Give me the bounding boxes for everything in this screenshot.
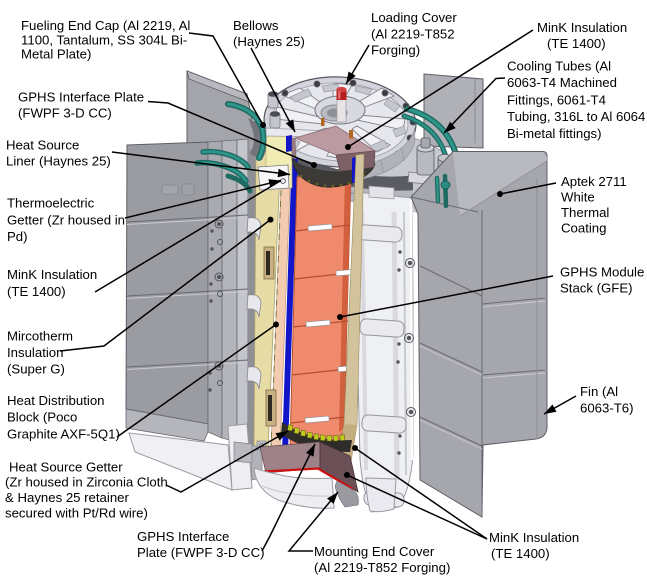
svg-text:Block (Poco: Block (Poco	[7, 409, 77, 424]
svg-text:Fittings, 6061-T4: Fittings, 6061-T4	[507, 92, 606, 107]
svg-text:(Super G): (Super G)	[7, 361, 65, 376]
svg-text:Stack (GFE): Stack (GFE)	[560, 280, 633, 295]
svg-text:Loading Cover: Loading Cover	[371, 10, 457, 25]
svg-text:Plate (FWPF 3-D CC): Plate (FWPF 3-D CC)	[137, 545, 264, 560]
svg-text:(TE 1400): (TE 1400)	[547, 36, 606, 51]
svg-text:Mircotherm: Mircotherm	[7, 328, 73, 343]
svg-text:MinK Insulation: MinK Insulation	[537, 20, 627, 35]
svg-text:(FWPF 3-D CC): (FWPF 3-D CC)	[18, 106, 112, 121]
svg-text:MinK Insulation: MinK Insulation	[7, 267, 97, 282]
svg-text:Aptek 2711: Aptek 2711	[561, 174, 627, 189]
svg-text:(TE 1400): (TE 1400)	[7, 284, 66, 299]
svg-text:Heat Distribution: Heat Distribution	[7, 393, 104, 408]
svg-text:Metal Plate): Metal Plate)	[21, 47, 91, 62]
svg-text:Cooling Tubes (Al: Cooling Tubes (Al	[507, 59, 611, 74]
svg-text:GPHS Module: GPHS Module	[560, 264, 644, 279]
svg-text:Pd): Pd)	[7, 229, 28, 244]
svg-text:Bellows: Bellows	[233, 18, 279, 33]
svg-text:Liner (Haynes 25): Liner (Haynes 25)	[6, 154, 111, 169]
svg-text:(Haynes 25): (Haynes 25)	[233, 34, 305, 49]
svg-text:1100, Tantalum, SS 304L Bi-: 1100, Tantalum, SS 304L Bi-	[21, 32, 187, 47]
svg-text:Forging): Forging)	[371, 43, 420, 58]
svg-text:Coating: Coating	[561, 220, 606, 235]
svg-text:White: White	[561, 189, 595, 204]
svg-text:Heat Source Getter: Heat Source Getter	[9, 459, 123, 474]
svg-text:Tubing, 316L to Al 6064: Tubing, 316L to Al 6064	[507, 109, 645, 124]
svg-text:& Haynes 25 retainer: & Haynes 25 retainer	[5, 490, 129, 505]
svg-text:Bi-metal fittings): Bi-metal fittings)	[507, 126, 602, 141]
svg-text:(Zr housed in Zirconia Cloth: (Zr housed in Zirconia Cloth	[5, 475, 168, 490]
svg-text:Fin (Al: Fin (Al	[580, 384, 618, 399]
svg-text:Getter (Zr housed in: Getter (Zr housed in	[7, 213, 125, 228]
svg-text:(TE 1400): (TE 1400)	[491, 546, 550, 561]
svg-text:GPHS Interface Plate: GPHS Interface Plate	[18, 89, 144, 104]
svg-text:Thermoelectric: Thermoelectric	[7, 196, 95, 211]
svg-text:Mounting End Cover: Mounting End Cover	[314, 544, 435, 559]
svg-text:Heat Source: Heat Source	[6, 137, 79, 152]
svg-text:Thermal: Thermal	[561, 205, 609, 220]
svg-text:Fueling End Cap (Al 2219, Al: Fueling End Cap (Al 2219, Al	[21, 18, 190, 33]
svg-text:(Al 2219-T852: (Al 2219-T852	[371, 26, 455, 41]
svg-text:6063-T4 Machined: 6063-T4 Machined	[507, 75, 617, 90]
svg-text:Insulation: Insulation	[7, 345, 63, 360]
svg-text:secured with Pt/Rd wire): secured with Pt/Rd wire)	[5, 505, 148, 520]
svg-text:6063-T6): 6063-T6)	[580, 400, 634, 415]
svg-text:MinK Insulation: MinK Insulation	[489, 530, 579, 545]
svg-text:Graphite AXF-5Q1): Graphite AXF-5Q1)	[7, 426, 120, 441]
svg-text:(Al 2219-T852 Forging): (Al 2219-T852 Forging)	[314, 560, 450, 575]
svg-text:GPHS Interface: GPHS Interface	[137, 529, 229, 544]
